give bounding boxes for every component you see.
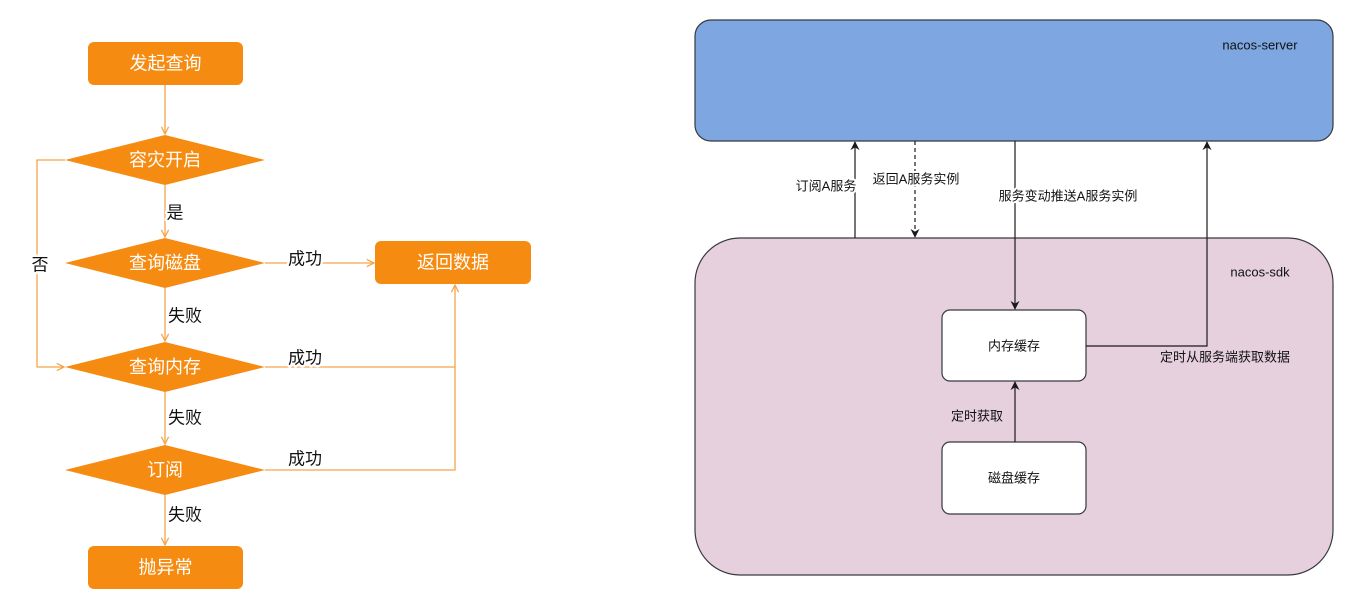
edge-label-yes: 是 [167, 204, 184, 223]
edge-label-no: 否 [32, 256, 49, 275]
query-flowchart: 发起查询 容灾开启 查询磁盘 查询内存 订阅 返回数据 抛异常 是 否 成功 成… [29, 42, 531, 589]
nacos-architecture: nacos-server nacos-sdk 内存缓存 磁盘缓存 订阅A服务 返… [694, 19, 1334, 576]
edge-label-fail: 失败 [168, 506, 202, 525]
disk-cache-box [941, 441, 1087, 515]
decision-subscribe [65, 445, 265, 495]
arrow-no-to-memory [36, 159, 65, 367]
edge-label-fetch-from-server: 定时从服务端获取数据 [1160, 350, 1290, 365]
nacos-server-label: nacos-server [1222, 38, 1298, 53]
edge-label-success: 成功 [288, 349, 322, 368]
arrow-fetch-from-server [1086, 141, 1212, 347]
decision-query-memory-label: 查询内存 [129, 357, 201, 377]
nacos-server-box [694, 19, 1334, 142]
edge-label-subscribe: 订阅A服务 [796, 179, 857, 194]
decision-query-memory [65, 342, 265, 392]
edge-label-fail: 失败 [168, 307, 202, 326]
nacos-sdk-box [694, 237, 1334, 576]
exception-node-label: 抛异常 [139, 558, 193, 578]
edge-label-fetch-from-disk: 定时获取 [951, 409, 1003, 424]
edge-label-return-instances: 返回A服务实例 [873, 172, 960, 187]
decision-query-disk [65, 238, 265, 288]
edge-label-push-changes: 服务变动推送A服务实例 [999, 189, 1138, 204]
edge-label-success: 成功 [288, 450, 322, 469]
decision-query-disk-label: 查询磁盘 [129, 253, 201, 273]
edge-label-fail: 失败 [168, 409, 202, 428]
return-data-node [375, 241, 531, 284]
return-data-node-label: 返回数据 [417, 253, 489, 273]
exception-node [88, 546, 243, 589]
disk-cache-label: 磁盘缓存 [988, 471, 1040, 486]
decision-disaster-recovery [65, 135, 265, 185]
edge-label-success: 成功 [288, 250, 322, 269]
start-node-label: 发起查询 [130, 54, 202, 74]
start-node [88, 42, 243, 85]
line-subscribe-success [265, 367, 456, 471]
memory-cache-label: 内存缓存 [988, 339, 1040, 354]
decision-disaster-recovery-label: 容灾开启 [129, 150, 201, 170]
nacos-sdk-label: nacos-sdk [1230, 265, 1290, 280]
decision-subscribe-label: 订阅 [147, 460, 183, 480]
